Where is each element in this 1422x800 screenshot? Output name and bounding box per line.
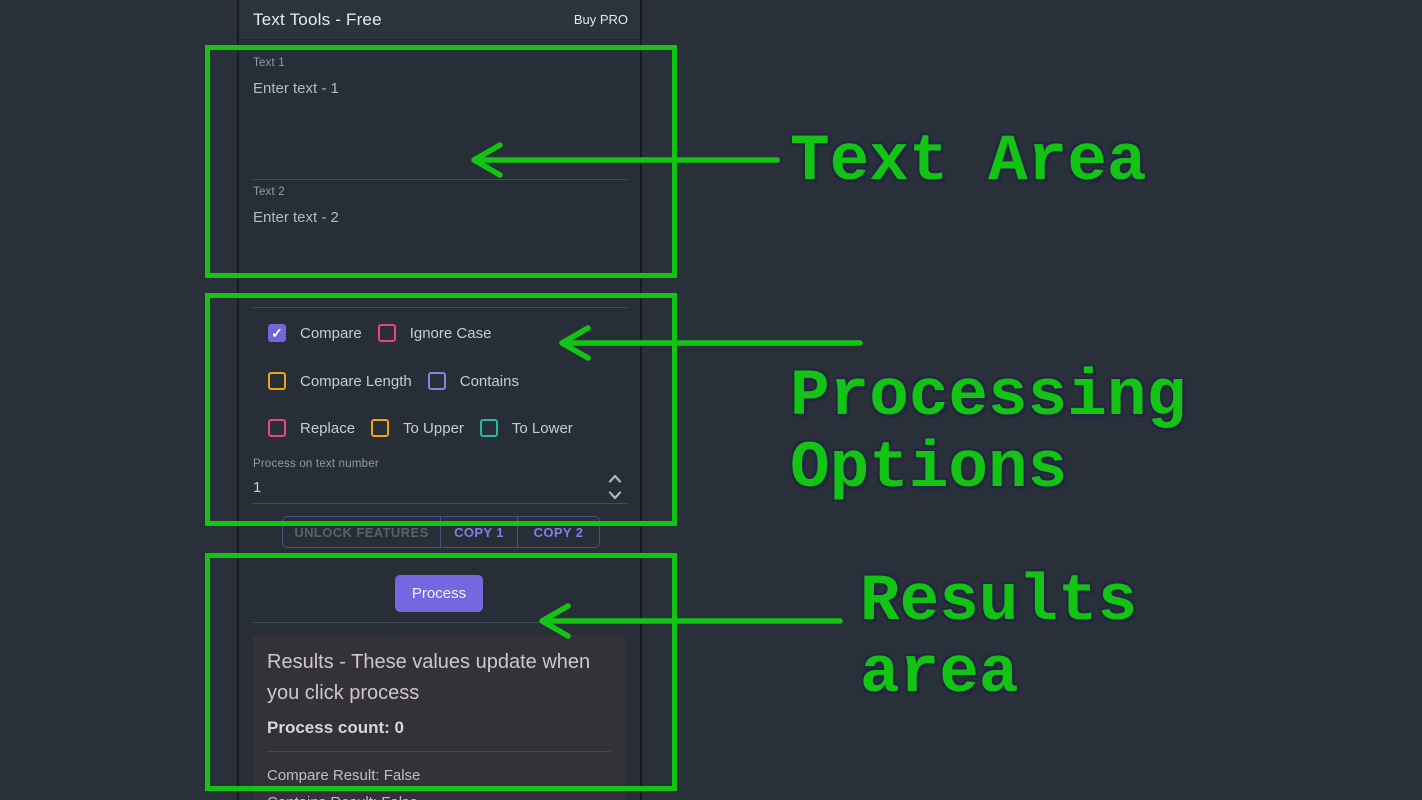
results-card: Results - These values update when you c… xyxy=(253,635,625,800)
results-divider xyxy=(267,751,611,752)
processing-options-annotation-label: Processing Options xyxy=(790,359,1187,506)
unlock-features-button[interactable]: UNLOCK FEATURES xyxy=(283,517,441,547)
contains-label: Contains xyxy=(459,372,519,390)
contains-checkbox-box[interactable] xyxy=(427,372,446,390)
compare-length-checkbox-box[interactable] xyxy=(268,372,286,390)
checkbox-replace[interactable]: Replace xyxy=(268,419,355,437)
checkbox-to-upper[interactable]: To Upper xyxy=(371,419,464,437)
number-underline xyxy=(253,503,627,504)
replace-checkbox-box[interactable] xyxy=(268,419,286,437)
to-lower-checkbox-box[interactable] xyxy=(479,419,498,437)
chevron-up-icon[interactable] xyxy=(608,474,622,483)
buy-pro-button[interactable]: Buy PRO xyxy=(573,12,628,27)
action-button-group: UNLOCK FEATURES COPY 1 COPY 2 xyxy=(282,516,600,548)
results-title: Results - These values update when you c… xyxy=(267,651,591,704)
app-left-edge xyxy=(237,0,239,800)
replace-label: Replace xyxy=(300,419,356,437)
text1-underline xyxy=(253,179,627,180)
checkmark-icon: ✓ xyxy=(271,325,283,341)
compare-checkbox-box[interactable]: ✓ xyxy=(268,324,286,342)
text2-label: Text 2 xyxy=(253,186,285,198)
contains-result: Contains Result: False xyxy=(267,789,611,800)
copy-2-button[interactable]: COPY 2 xyxy=(533,524,584,540)
checkbox-compare[interactable]: ✓ Compare xyxy=(268,324,362,342)
text-tools-app: Text Tools - Free Buy PRO Text 1 Enter t… xyxy=(237,0,642,800)
number-stepper[interactable] xyxy=(605,474,625,500)
text2-underline xyxy=(253,307,627,308)
process-count: Process count: 0 xyxy=(267,718,404,737)
process-number-label: Process on text number xyxy=(253,458,379,470)
text-area-annotation-label: Text Area xyxy=(790,124,1147,199)
app-header: Text Tools - Free Buy PRO xyxy=(239,0,640,40)
compare-label: Compare xyxy=(300,324,362,342)
app-right-edge xyxy=(640,0,642,800)
text1-input[interactable]: Enter text - 1 xyxy=(253,80,339,97)
to-upper-label: To Upper xyxy=(403,419,464,437)
checkbox-row-2: Compare Length Contains xyxy=(268,372,535,390)
copy-1-button[interactable]: COPY 1 xyxy=(441,517,518,547)
to-upper-checkbox-box[interactable] xyxy=(371,419,390,437)
checkbox-compare-length[interactable]: Compare Length xyxy=(268,372,412,390)
process-button[interactable]: Process xyxy=(395,575,483,612)
checkbox-contains[interactable]: Contains xyxy=(427,372,519,390)
checkbox-to-lower[interactable]: To Lower xyxy=(479,419,573,437)
to-lower-label: To Lower xyxy=(511,419,573,437)
ignore-case-label: Ignore Case xyxy=(409,324,492,342)
checkbox-ignore-case[interactable]: Ignore Case xyxy=(377,324,492,342)
results-top-divider xyxy=(253,622,627,623)
text2-input[interactable]: Enter text - 2 xyxy=(253,209,339,226)
results-area-annotation-label: Results area xyxy=(860,564,1138,711)
chevron-down-icon[interactable] xyxy=(608,491,622,500)
compare-result: Compare Result: False xyxy=(267,767,421,784)
text1-label: Text 1 xyxy=(253,57,285,69)
app-title: Text Tools - Free xyxy=(253,9,382,29)
ignore-case-checkbox-box[interactable] xyxy=(377,324,396,342)
checkbox-row-3: Replace To Upper To Lower xyxy=(268,419,589,437)
process-number-input[interactable]: 1 xyxy=(253,479,262,496)
checkbox-row-1: ✓ Compare Ignore Case xyxy=(268,324,507,342)
compare-length-label: Compare Length xyxy=(300,372,412,390)
